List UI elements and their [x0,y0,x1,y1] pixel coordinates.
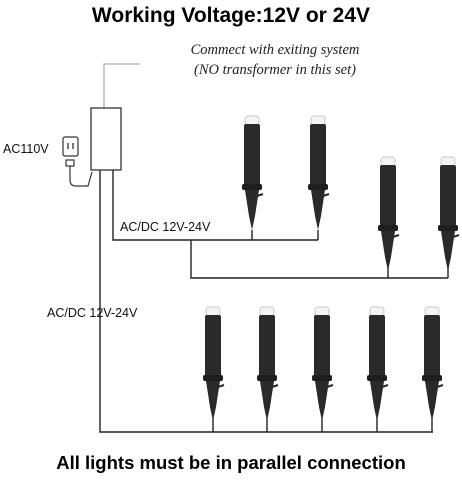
spike-light-icon [242,115,264,230]
transformer-icon [90,107,122,171]
plug-cord-icon [65,159,93,187]
page-title: Working Voltage:12V or 24V [91,4,371,27]
note-line-1: Commect with exiting system [190,42,360,58]
note-line-2: (NO transformer in this set) [194,62,356,78]
spike-light-icon [422,306,444,421]
spike-light-icon [438,156,460,271]
spike-light-icon [308,115,330,230]
parallel-connection-note: All lights must be in parallel connectio… [56,452,406,473]
spike-light-icon [378,156,400,271]
spike-light-icon [203,306,225,421]
power-outlet-icon [62,136,79,157]
lights-group [203,115,460,421]
wire-branch-mid [190,240,448,279]
mains-voltage-label: AC110V [3,142,49,156]
upper-branch-voltage-label: AC/DC 12V-24V [120,220,211,234]
lower-branch-voltage-label: AC/DC 12V-24V [47,306,138,320]
spike-light-icon [257,306,279,421]
note-guide-line [103,63,140,108]
spike-light-icon [312,306,334,421]
wire-branch-upper [112,170,318,241]
spike-light-icon [367,306,389,421]
